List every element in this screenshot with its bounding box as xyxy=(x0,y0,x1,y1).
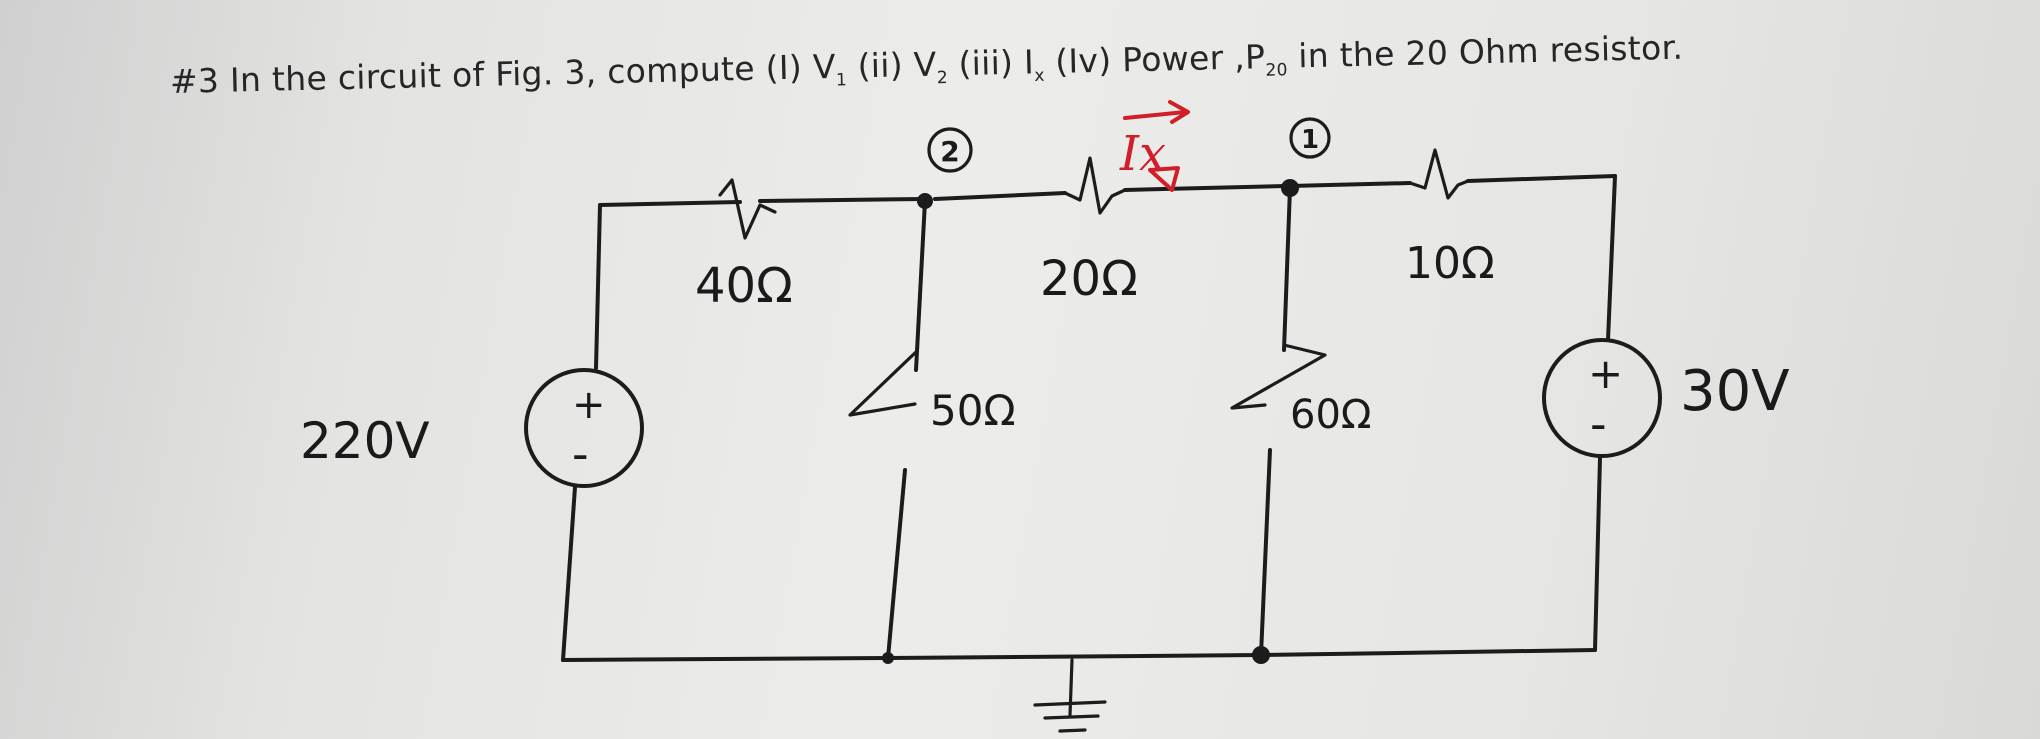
junction-bottom-left xyxy=(882,652,894,664)
node-2-label: 2 xyxy=(940,135,959,168)
top-wire-a xyxy=(758,197,927,203)
label-r-10: 10Ω xyxy=(1405,238,1495,289)
label-r-20: 20Ω xyxy=(1040,251,1138,307)
top-wire-d xyxy=(1288,181,1412,188)
top-wire-e xyxy=(1466,174,1617,183)
resistor-20-symbol xyxy=(1063,156,1127,215)
source-30v-circle xyxy=(1542,338,1662,458)
source-220v-circle xyxy=(524,368,644,488)
top-wire-left xyxy=(598,200,742,207)
resistor-60-symbol xyxy=(1230,343,1327,410)
source-right-plus: + xyxy=(1588,349,1623,398)
current-arrowhead-icon xyxy=(1148,166,1180,192)
source-left-plus: + xyxy=(572,382,606,428)
source-right-minus: - xyxy=(1590,397,1607,451)
node-2-circle xyxy=(927,127,973,173)
junction-node-2-top xyxy=(917,193,933,209)
source-left-value: 220V xyxy=(300,412,430,470)
ground-symbol xyxy=(1033,658,1107,733)
resistor-50-symbol xyxy=(848,350,918,417)
source-right-value: 30V xyxy=(1680,359,1790,424)
shunt-50-wire xyxy=(886,199,927,660)
junction-bottom-right xyxy=(1252,646,1270,664)
right-wire-bottom xyxy=(1593,456,1602,652)
resistor-10-symbol xyxy=(1408,148,1470,200)
right-wire-top xyxy=(1606,174,1617,342)
label-r-50: 50Ω xyxy=(930,386,1016,435)
junction-node-1-top xyxy=(1281,179,1299,197)
bottom-wire xyxy=(561,648,1597,662)
label-r-60: 60Ω xyxy=(1290,392,1371,438)
shunt-60-wire xyxy=(1259,186,1292,657)
current-arrow-icon xyxy=(1123,100,1190,124)
source-left-minus: - xyxy=(572,427,589,481)
label-r-40: 40Ω xyxy=(695,258,793,314)
node-1-circle xyxy=(1289,117,1331,159)
top-wire-c xyxy=(1123,184,1287,192)
current-ix-label: Ix xyxy=(1119,126,1166,182)
resistor-40-symbol xyxy=(718,178,777,240)
top-wire-b xyxy=(933,191,1067,201)
node-1-label: 1 xyxy=(1301,125,1319,155)
left-wire-bottom xyxy=(561,485,577,662)
left-wire-top xyxy=(594,203,602,370)
